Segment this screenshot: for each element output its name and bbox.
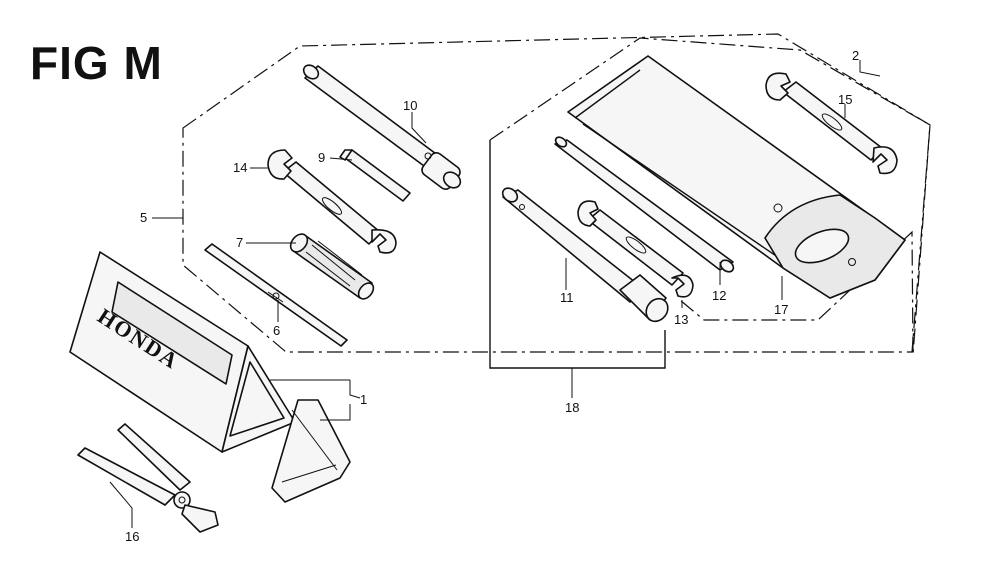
callout-11: 11 [560,290,574,305]
extension-socket-11 [501,187,669,323]
socket-wrench-10 [302,64,462,191]
callout-16: 16 [125,529,139,544]
kit-outline-5 [182,33,931,353]
callout-10: 10 [403,98,417,113]
pliers-16 [77,423,219,533]
figure-title: FIG M [30,37,163,89]
screwdriver-bit-9 [339,149,411,202]
kit-outline-2 [489,37,931,356]
callout-6: 6 [273,323,280,338]
callout-14: 14 [233,160,247,175]
callout-2: 2 [852,48,859,63]
callout-1: 1 [360,392,367,407]
tool-roll-17 [567,55,906,299]
callout-7: 7 [236,235,243,250]
callout-15: 15 [838,92,852,107]
callout-18: 18 [565,400,579,415]
open-end-wrench-14 [267,149,397,254]
callout-13: 13 [674,312,688,327]
group-bracket-18 [489,140,666,369]
wrench-13 [577,200,694,298]
rod-12 [554,136,735,273]
callout-12: 12 [712,288,726,303]
callout-5: 5 [140,210,147,225]
wrench-15 [765,72,898,175]
callout-9: 9 [318,150,325,165]
tool-bag-1: HONDA [69,251,351,503]
leader-lines [109,60,881,528]
screwdriver-handle-7 [289,233,375,300]
callout-17: 17 [774,302,788,317]
screwdriver-shaft-6 [204,243,348,347]
callout-labels: 10 9 14 5 7 6 2 15 11 12 13 17 18 1 16 [125,48,859,544]
